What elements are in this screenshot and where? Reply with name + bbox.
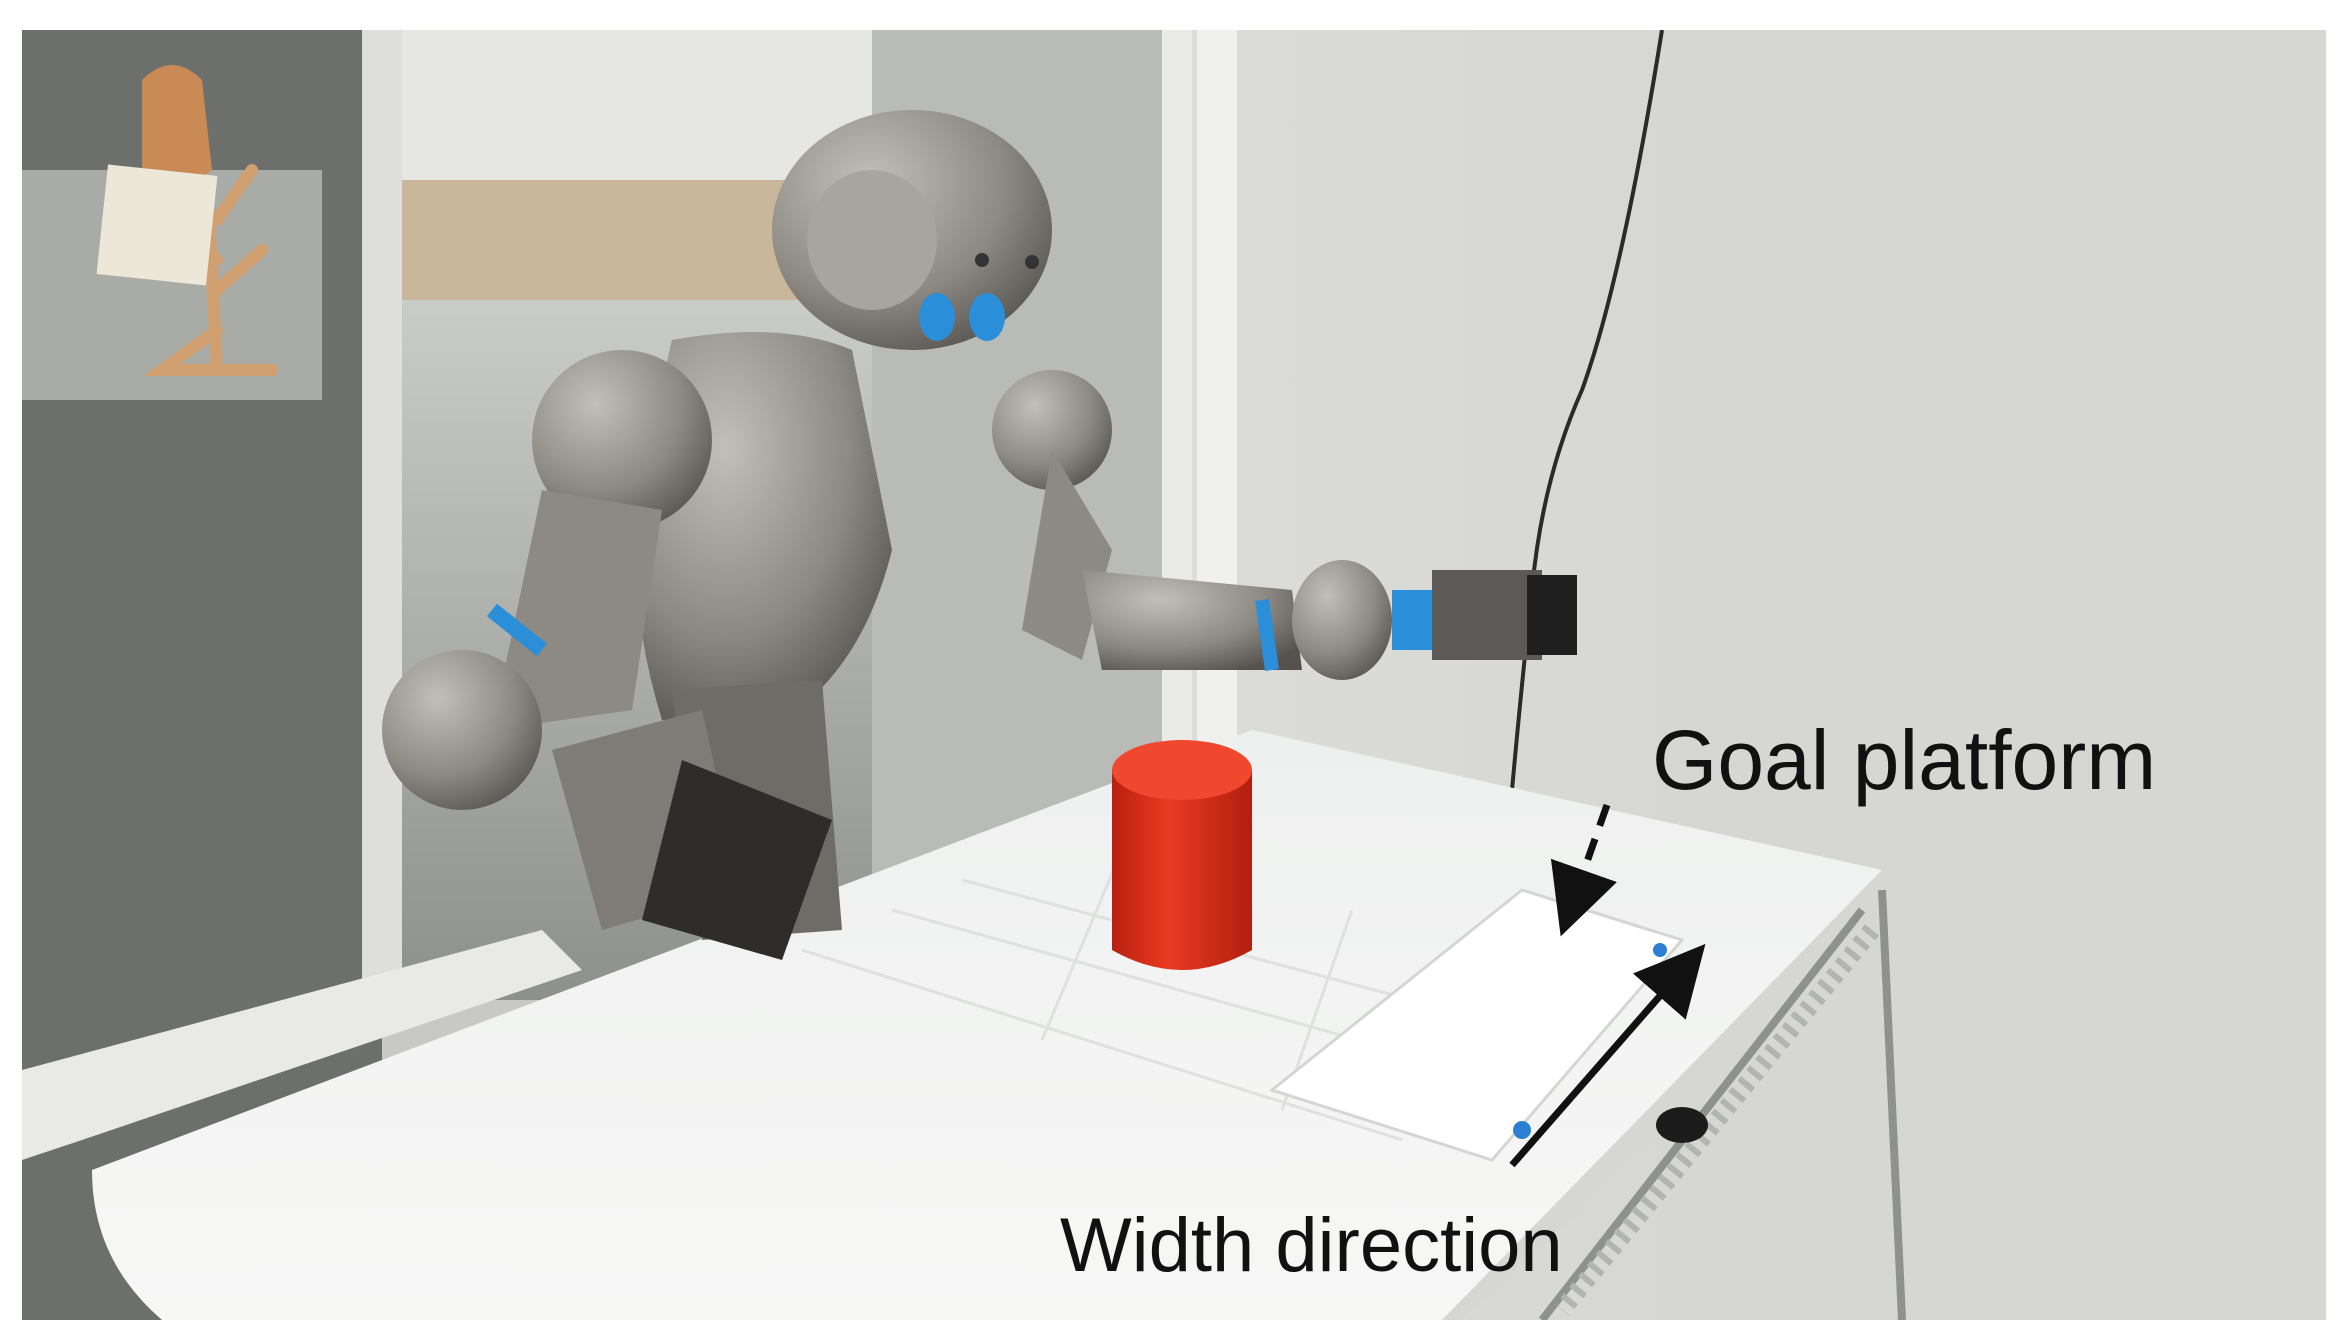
mask-decoration <box>142 65 212 185</box>
robot-left-shoulder <box>532 350 712 530</box>
cable <box>1510 30 1664 791</box>
cart-panel <box>22 930 582 1160</box>
red-cylinder <box>1112 770 1252 970</box>
goal-platform-label: Goal platform <box>1652 713 2157 807</box>
table <box>92 730 1882 1320</box>
width-direction-label: Width direction <box>1060 1203 1563 1288</box>
width-arrow <box>1509 943 1706 1168</box>
goal-platform <box>1268 888 1685 1162</box>
robot-right-gripper <box>1432 570 1542 660</box>
photo-scene: Goal platform Width direction <box>22 30 2326 1320</box>
robot-left-forearm <box>382 650 542 810</box>
robot-right-shoulder <box>992 370 1112 490</box>
goal-arrow <box>1550 803 1617 937</box>
robot-left-gripper <box>642 760 832 960</box>
robot-right-forearm <box>1082 570 1302 670</box>
